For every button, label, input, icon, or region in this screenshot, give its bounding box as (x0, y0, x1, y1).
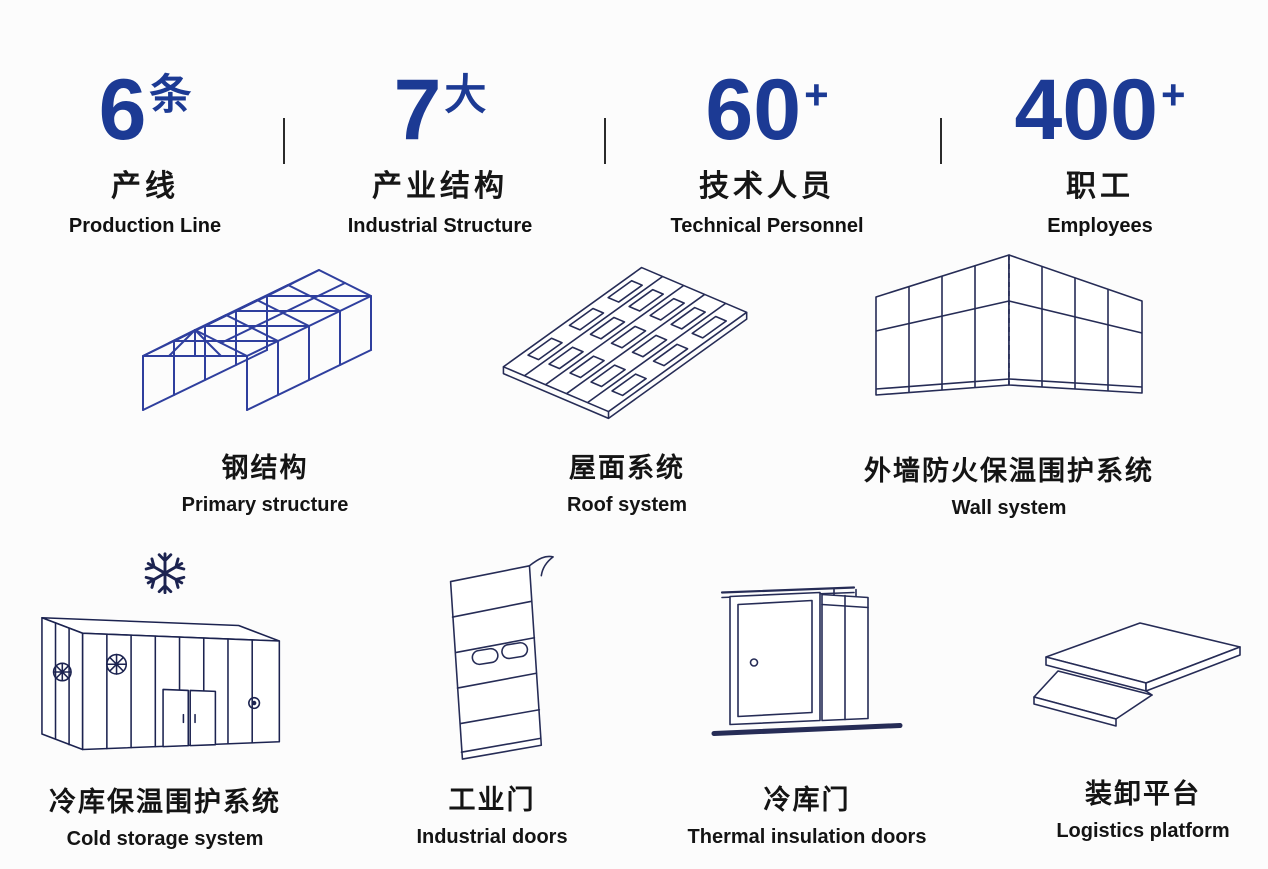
stat-label-zh: 产线 (111, 170, 179, 203)
roof-system-icon (492, 252, 762, 432)
product-card-logistics-platform: 装卸平台 Logistics platform (1023, 606, 1263, 843)
product-label-zh: 工业门 (448, 785, 536, 815)
stat-label-en: Industrial Structure (347, 215, 533, 237)
product-label-zh: 装卸平台 (1085, 779, 1201, 809)
stat-production-line: 6条 产线 Production Line (5, 52, 285, 238)
product-card-wall-system: 外墙防火保温围护系统 Wall system (859, 245, 1159, 520)
product-label-en: Industrial doors (416, 826, 568, 848)
industrial-door-icon (449, 555, 554, 760)
stat-label-zh: 技术人员 (699, 170, 835, 203)
stat-number-value: 400 (1014, 62, 1158, 158)
product-card-thermal-door: 冷库门 Thermal insulation doors (677, 560, 937, 849)
stat-number: 60+ (627, 52, 907, 153)
product-label-en: Cold storage system (66, 828, 264, 850)
product-card-cold-storage: 冷库保温围护系统 Cold storage system (25, 548, 305, 851)
thermal-door-icon (711, 586, 903, 736)
product-label-zh: 外墙防火保温围护系统 (864, 456, 1154, 486)
stat-number: 400+ (960, 52, 1240, 153)
stat-number-value: 60 (705, 62, 802, 158)
stat-divider (283, 118, 285, 164)
stat-number-unit: + (1160, 71, 1186, 118)
snowflake-icon (144, 552, 186, 595)
product-card-industrial-door: 工业门 Industrial doors (402, 552, 582, 849)
product-card-steel-structure: 钢结构 Primary structure (115, 252, 415, 517)
stat-number-unit: 大 (444, 71, 487, 118)
product-label-en: Wall system (951, 497, 1067, 519)
stat-employees: 400+ 职工 Employees (960, 52, 1240, 238)
stat-label-en: Production Line (68, 215, 222, 237)
stat-number-unit: + (804, 71, 829, 118)
product-card-roof-system: 屋面系统 Roof system (487, 252, 767, 517)
stat-number: 6条 (5, 52, 285, 153)
wall-system-icon (875, 254, 1143, 396)
product-label-en: Primary structure (181, 494, 349, 516)
stat-label-en: Employees (1047, 215, 1153, 237)
stat-label-zh: 职工 (1066, 170, 1134, 203)
stat-number-value: 7 (393, 62, 442, 158)
cold-storage-icon (41, 552, 281, 751)
logistics-platform-icon (1033, 622, 1241, 727)
product-label-en: Logistics platform (1056, 820, 1230, 842)
product-label-zh: 冷库门 (763, 785, 851, 815)
stat-divider (940, 118, 942, 164)
stat-technical-personnel: 60+ 技术人员 Technical Personnel (627, 52, 907, 238)
product-label-zh: 钢结构 (221, 453, 309, 483)
stat-number-unit: 条 (149, 71, 192, 118)
stat-label-zh: 产业结构 (372, 170, 508, 203)
product-label-en: Roof system (566, 494, 688, 516)
stat-divider (604, 118, 606, 164)
stat-number: 7大 (300, 52, 580, 153)
stat-industrial-structure: 7大 产业结构 Industrial Structure (300, 52, 580, 238)
stat-number-value: 6 (98, 62, 147, 158)
product-label-en: Thermal insulation doors (687, 826, 927, 848)
product-label-zh: 冷库保温围护系统 (49, 787, 281, 817)
stat-label-en: Technical Personnel (670, 215, 864, 237)
steel-structure-icon (142, 269, 372, 411)
product-label-zh: 屋面系统 (569, 453, 685, 483)
